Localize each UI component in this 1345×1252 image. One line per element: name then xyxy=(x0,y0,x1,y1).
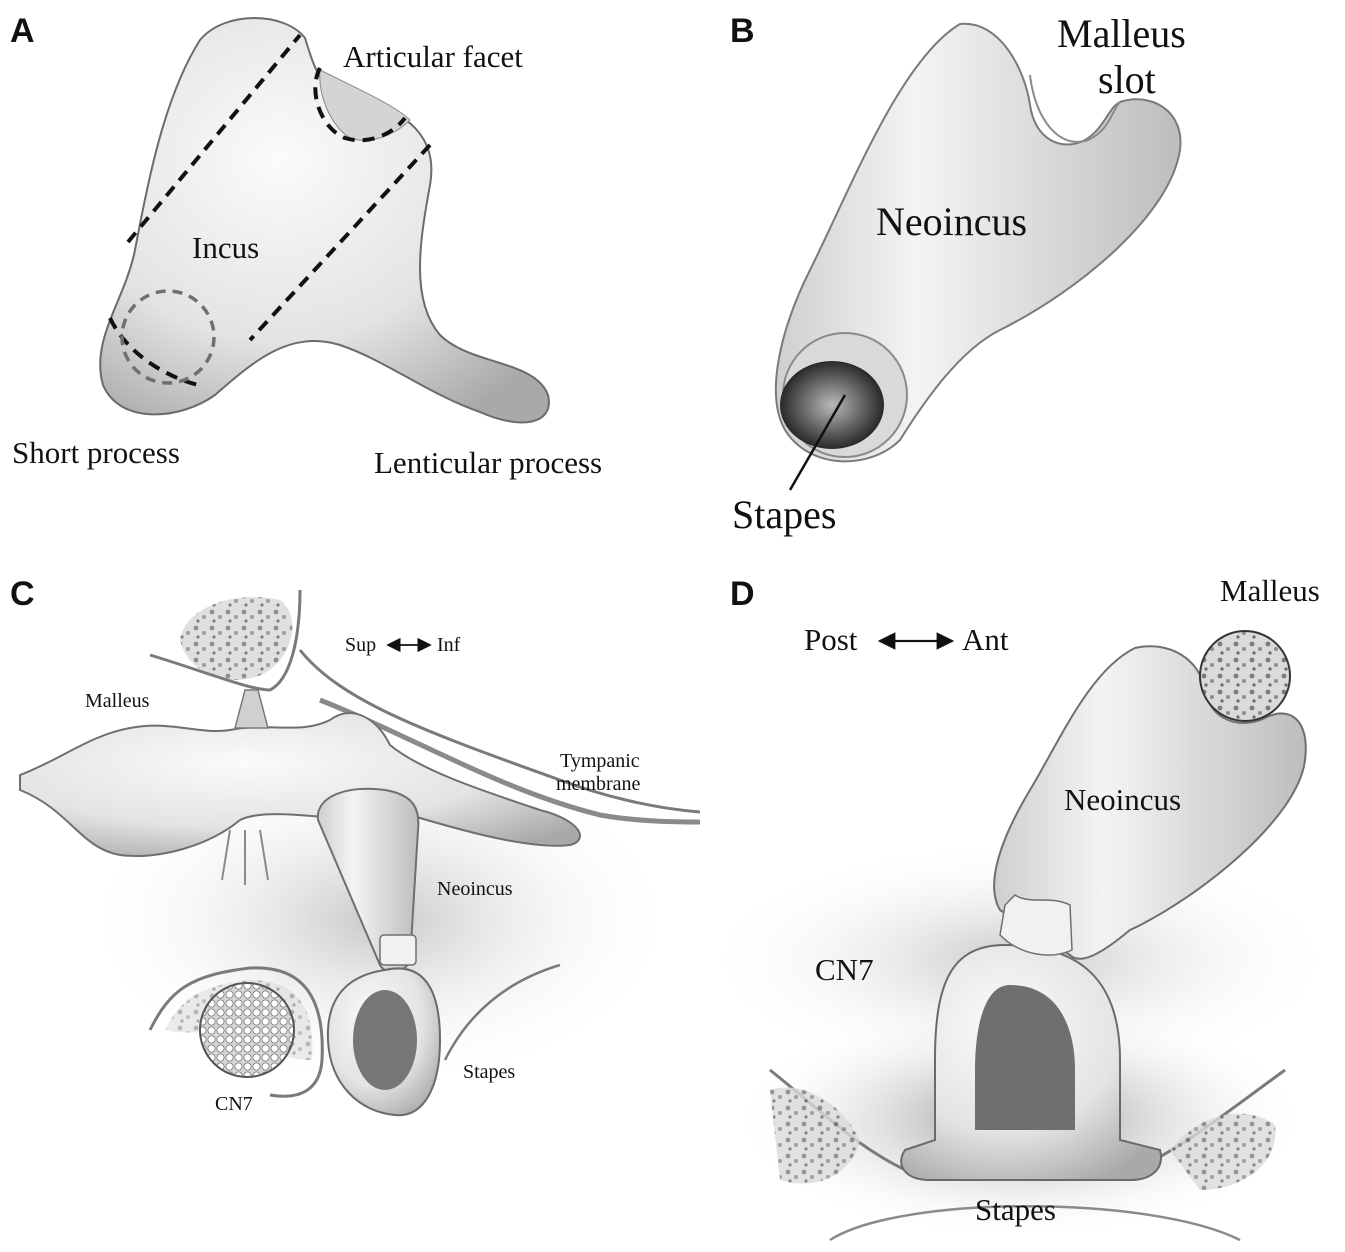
panel-b: B Malleus slot Neoincus Stapes xyxy=(730,11,1186,537)
c-spongy-bone-top xyxy=(180,597,292,680)
label-d-cn7: CN7 xyxy=(815,952,874,987)
cn7-nerve xyxy=(200,983,294,1077)
label-c-cn7: CN7 xyxy=(215,1093,253,1115)
label-c-neoincus: Neoincus xyxy=(437,878,513,900)
d-malleus-section xyxy=(1200,631,1290,721)
label-stapes: Stapes xyxy=(732,492,836,537)
label-d-malleus: Malleus xyxy=(1220,573,1320,608)
label-d-ant: Ant xyxy=(962,622,1009,657)
label-malleus-slot-line2: slot xyxy=(1098,57,1156,102)
label-lenticular-process: Lenticular process xyxy=(374,445,602,480)
label-neoincus: Neoincus xyxy=(876,199,1027,244)
label-incus: Incus xyxy=(192,230,259,265)
label-d-neoincus: Neoincus xyxy=(1064,782,1181,817)
panel-a: A Articular facet Incus Short process Le… xyxy=(10,12,602,480)
label-malleus-slot-line1: Malleus xyxy=(1057,11,1186,56)
panel-a-letter: A xyxy=(10,12,35,50)
label-articular-facet: Articular facet xyxy=(343,39,523,74)
label-c-tympanic-line1: Tympanic xyxy=(560,750,640,772)
label-d-stapes: Stapes xyxy=(975,1192,1056,1227)
label-c-malleus: Malleus xyxy=(85,690,150,712)
panel-d: D Malleus Post Ant Neoincus CN7 Stapes xyxy=(700,573,1340,1240)
panel-c-letter: C xyxy=(10,575,35,613)
label-short-process: Short process xyxy=(12,435,180,470)
c-neoincus-notch xyxy=(380,935,416,965)
panel-b-letter: B xyxy=(730,12,755,50)
label-c-tympanic-line2: membrane xyxy=(556,773,641,795)
c-ligament-top xyxy=(235,690,268,728)
panel-d-letter: D xyxy=(730,575,755,613)
label-c-inf: Inf xyxy=(437,634,461,656)
label-d-post: Post xyxy=(804,622,858,657)
c-stapes-opening xyxy=(353,990,417,1090)
stapes-socket-hole xyxy=(780,361,884,449)
label-c-stapes: Stapes xyxy=(463,1061,515,1083)
panel-c: C Sup Inf Malleus Tympanic membrane Neoi… xyxy=(10,575,700,1115)
label-c-sup: Sup xyxy=(345,634,376,656)
